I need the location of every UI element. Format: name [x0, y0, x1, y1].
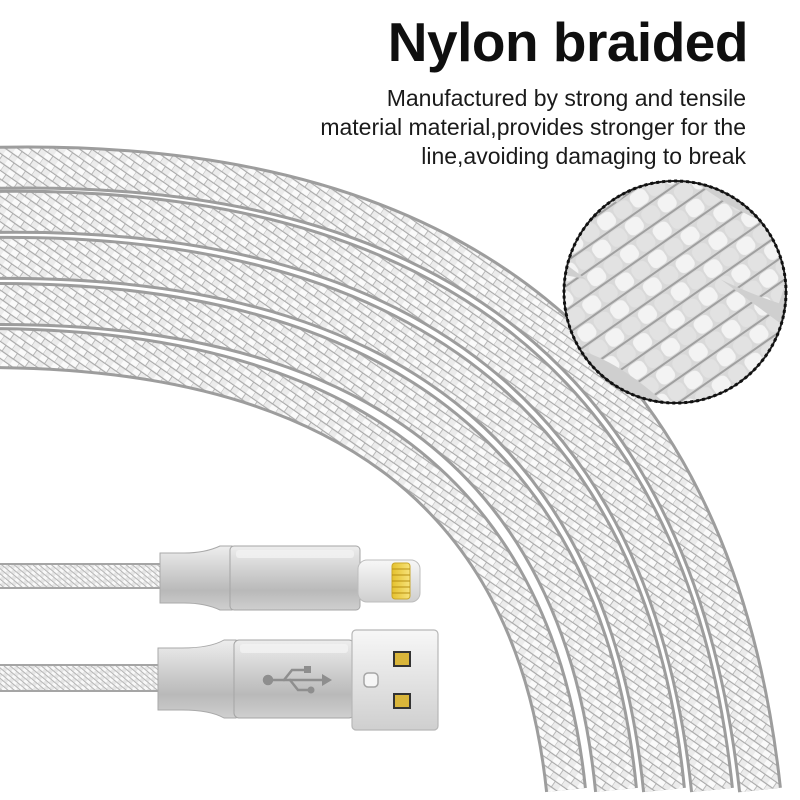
headline: Nylon braided — [387, 11, 749, 73]
description-line: line,avoiding damaging to break — [421, 143, 746, 169]
feature-description: Manufactured by strong and tensile mater… — [186, 84, 746, 171]
description-line: Manufactured by strong and tensile — [386, 85, 746, 111]
usb-symbol-icon — [262, 666, 332, 694]
usb-cable — [0, 629, 439, 731]
lightning-cable — [0, 545, 421, 611]
coiled-cable — [0, 145, 782, 793]
description-line: material material,provides stronger for … — [320, 114, 746, 140]
lightning-contact-pins-icon — [391, 562, 411, 600]
